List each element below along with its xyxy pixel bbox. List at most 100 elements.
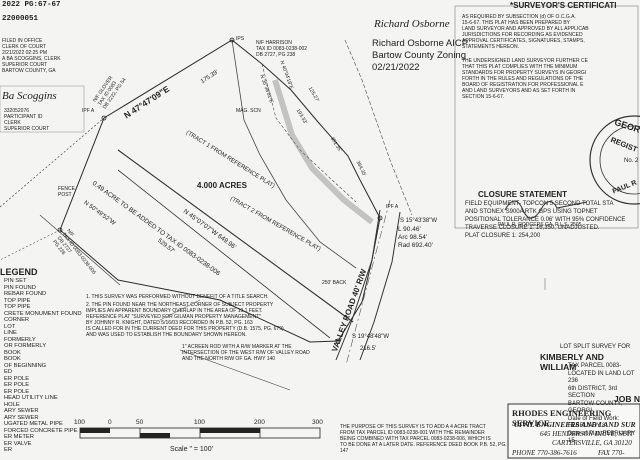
west-extension [0,229,61,261]
surveyor-cert-title: *SURVEYOR'S CERTIFICATI [510,1,617,10]
scale-tick: 50 [136,419,144,426]
approver-body: Bartow County Zoning [372,50,466,61]
closure-line: POSITIONAL TOLERANCE 0.06' WITH 95% CONF… [465,217,626,223]
legend-item: PIN FOUND [4,284,36,291]
tract-division-line [117,149,354,323]
rebar-line: 1" ACREEN ROD WITH A R/W MARKER AT THE [182,344,292,350]
fence-post-label: FENCE POST [58,186,75,198]
legend-item: REBAR FOUND [4,291,47,297]
mag-pin-label: MAG. SCN [236,108,261,114]
legend-title: LEGEND [0,267,38,277]
approval-signature: Richard Osborne [374,18,450,30]
clerk-stamp-frame [0,85,85,133]
ipf-marker [335,338,341,344]
legend-item: ER VALVE [4,440,32,447]
legend-item: ARY SEWER [4,408,39,414]
legend-item: FORMERLY [4,336,36,343]
legend-item: OR FORMERLY [4,343,47,349]
cert-line: AS REQUIRED BY SUBSECTION (d) OF O.C.G.A… [462,14,576,20]
legend-item: LINE [4,330,17,336]
legend-item: LOT [4,323,16,330]
legend-item: ER POLE [4,375,30,382]
legend-item: CRETE MONUMENT FOUND [4,310,82,317]
bearing-bottom: S 19°48'48"W [352,334,390,340]
participant-line: CLERK [4,120,21,126]
firm-phone: PHONE 770-386-7616 [512,449,577,457]
ips-marker [229,37,235,43]
legend-item: ER POLE [4,382,30,388]
seal-number: No. 2 [624,158,639,164]
cert-line: STANDARDS FOR PROPERTY SURVEYS IN GEORGI [462,70,587,76]
legend-item: ER POLE [4,388,30,395]
rebar-line: AND THE NORTH R/W OF GA. HWY 140 [182,356,276,362]
bearing-curve: S 15°43'38"W [400,218,438,224]
road-edge-west [335,209,381,361]
road-centerline [345,199,391,366]
note-2: 2. THE PIN FOUND NEAR THE NORTHEAST CORN… [86,302,296,338]
cert-line: THE UNDERSIGNED LAND SURVEYOR FURTHER CE [462,58,588,64]
rebar-line: INTERSECTION OF THE WEST R/W OF VALLEY R… [182,350,310,356]
ipf-marker [377,215,383,221]
firm-fax: FAX 770- [598,449,625,457]
approval-date: 02/21/2022 [372,62,420,73]
leader-note [159,299,201,321]
firm-address: 645 HENDERSON DRIVE, SUIT [540,430,634,438]
cert-line: APPROVAL CERTIFICATES, SIGNATURES, STAMP… [462,38,585,44]
ipf-marker [101,115,107,121]
participant-line: SUPERIOR COURT [4,126,50,132]
closure-line: FIELD EQUIPMENT- TOPCON 5 SECOND TOTAL S… [465,201,614,207]
legend-item: BOOK [4,356,21,362]
scale-tick: 300 [312,419,323,426]
bottom-distance: 216.5' [360,346,377,352]
legend-item: CORNER [4,317,30,323]
cert-line: AND LAND SURVEYORS AND AS SET FORTH IN [462,88,576,94]
cert-line: SECTION 15-6-67. [462,94,505,100]
closure-line: TRAVERSE CLOSURE 1: 16,350, UNADJUSTED. [465,225,600,231]
ipf-road-label: IPF A [386,204,399,210]
survey-kind: LOT SPLIT SURVEY FOR [560,344,631,350]
cert-line: BOARD OF REGISTRATION FOR PROFESSIONAL E [462,82,584,88]
owner-nf-block: N/F HARRISON TAX ID 0083-0238-002 DB 272… [256,40,307,58]
scale-label: Scale " = 100' [170,446,213,453]
fence-line [0,117,105,208]
note-line: 2. THE PIN FOUND NEAR THE NORTHEAST CORN… [86,302,274,308]
title-details: TAX PARCEL 0083- LOCATED IN LAND LOT 236… [568,363,640,446]
scale-tick: 0 [108,419,112,426]
title-line: 6th DISTRICT, 3rd SECTION [568,385,618,400]
legend-item: ED [4,369,13,375]
purpose-block: THE PURPOSE OF THIS SURVEY IS TO ADD A 4… [340,424,510,454]
legend-list: PIN SET PIN FOUND REBAR FOUND TOP PIPE T… [4,278,82,454]
participant-line: PARTICIPANT ID [4,114,43,120]
filed-line: A BA SCOGGINS, CLERK [2,56,61,62]
legend-item: ARY SEWER [4,414,39,421]
west-boundary [39,214,121,286]
note-1: 1. THIS SURVEY WAS PERFORMED WITHOUT BEN… [86,294,269,300]
filed-line: FILED IN OFFICE [2,38,43,44]
firm-city: CARTERSVILLE, GA 30120 [552,439,632,447]
approver-name: Richard Osborne AICP [372,38,469,49]
curve-data: L 90.46' Arc 98.54' Rad 692.40' [398,226,433,250]
owner-line: DB 2727, PG 238 [256,52,296,58]
firm-subtitle: CIVIL ENGINEERS AND LAND SUR [514,420,636,429]
ipf-marker [57,227,63,233]
legend-item: PIN SET [4,278,27,284]
surveyor-cert-p2: THE UNDERSIGNED LAND SURVEYOR FURTHER CE… [462,58,638,100]
participant-block: 332052076 PARTICIPANT ID CLERK SUPERIOR … [4,108,49,132]
owner-line: N/F HARRISON [256,40,292,46]
filed-line: SUPERIOR COURT [2,62,48,68]
note-line: REFERENCE PLAT "SURVEYED FOR GILMAN PROP… [86,314,262,320]
surveyor-signature-mark [504,200,588,219]
ne-boundary [344,39,413,216]
firm-name: RHODES ENGINEERING SERVICE [512,408,612,428]
surveyor-signer: PAUL R. RODGERS GA. R.L.S. 2505 [498,222,582,228]
tract-division-line-2 [117,169,331,339]
title-line: TAX PARCEL 0083- [568,363,622,369]
title-line: LOCATED IN LAND LOT 236 [568,370,635,385]
setback-label: 250' BACK [322,280,347,286]
title-line: Date of Field Work: FEBRUARY 8 [568,415,620,430]
participant-line: 332052076 [4,108,30,114]
purpose-line: BEING COMBINED WITH TAX PARCEL 0083-0238… [340,436,491,442]
book-page-header: 2022 PG:67-67 [2,1,61,9]
owner-line: TAX ID 0083-0238-002 [256,46,308,52]
